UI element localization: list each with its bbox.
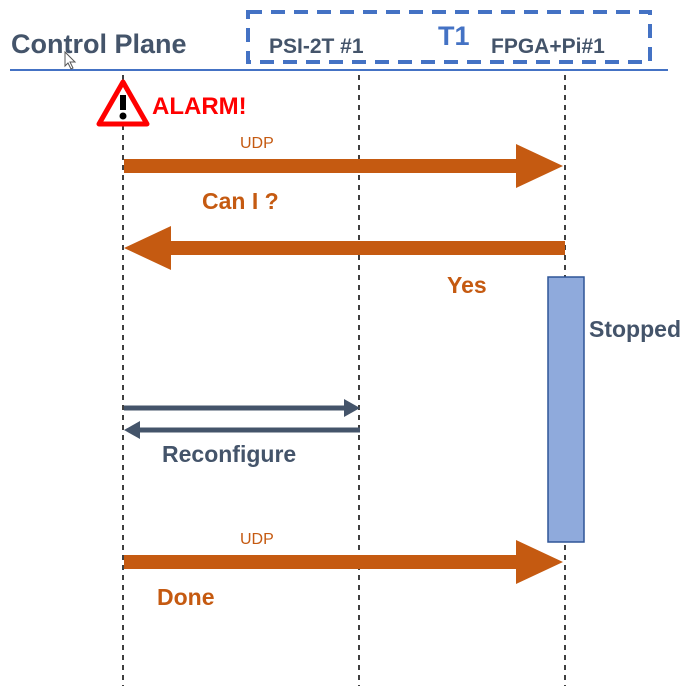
page-title: Control Plane bbox=[11, 29, 187, 59]
group-t1-label: T1 bbox=[438, 21, 470, 51]
stopped-activation-bar bbox=[547, 276, 585, 543]
udp-done-arrow bbox=[124, 540, 563, 584]
alarm-label: ALARM! bbox=[152, 93, 247, 120]
yes-label: Yes bbox=[447, 272, 487, 298]
reconfigure-label: Reconfigure bbox=[162, 441, 297, 467]
done-label: Done bbox=[157, 584, 215, 610]
response-arrow bbox=[124, 226, 565, 270]
participant-group-box bbox=[246, 10, 652, 64]
udp-done-label: UDP bbox=[240, 531, 274, 548]
participant-fpga-pi-label: FPGA+Pi#1 bbox=[491, 35, 605, 58]
udp-request-arrow bbox=[124, 144, 563, 188]
reconfigure-arrow-back-head bbox=[124, 421, 140, 439]
can-i-label: Can I ? bbox=[202, 188, 279, 214]
participant-psi-2t-label: PSI-2T #1 bbox=[269, 35, 364, 58]
warning-triangle-icon bbox=[96, 79, 150, 127]
reconfigure-arrow-forward-head bbox=[344, 399, 360, 417]
stopped-label: Stopped bbox=[589, 316, 681, 342]
mouse-cursor-icon bbox=[64, 50, 77, 70]
udp-request-label: UDP bbox=[240, 135, 274, 152]
